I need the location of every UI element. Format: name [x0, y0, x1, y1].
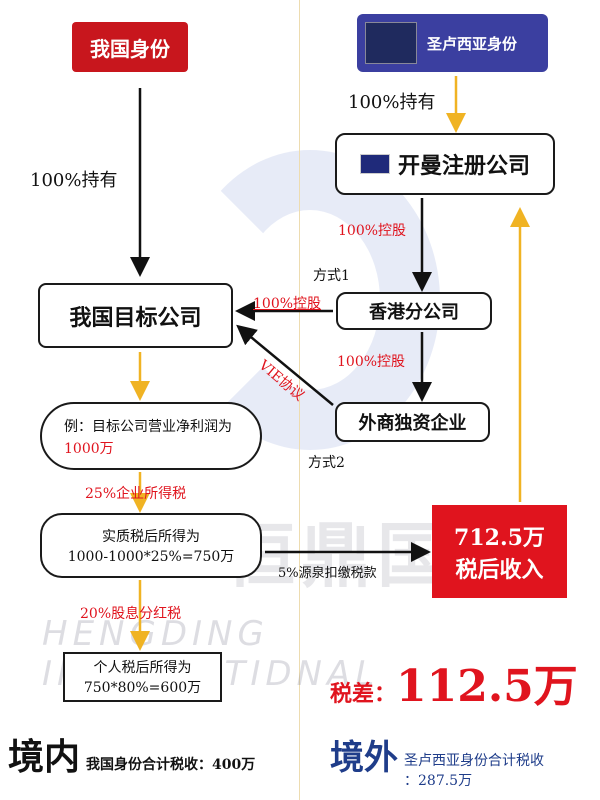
- left-hold-label: 100%持有: [30, 170, 118, 191]
- method2-label: 方式2: [308, 455, 345, 471]
- overseas-title: 境外: [330, 738, 398, 778]
- example-amount: 1000万: [64, 441, 114, 457]
- hk-branch-box: 香港分公司: [336, 292, 492, 330]
- passport-icon: [365, 22, 417, 64]
- example-text: 例：目标公司营业净利润为: [64, 419, 232, 435]
- offshore-amount: 712.5万: [454, 524, 545, 551]
- divider-line: [299, 0, 300, 800]
- tax-diff-value: 112.5万: [396, 661, 578, 712]
- domestic-summary: 境内 我国身份合计税收：400万: [8, 728, 255, 780]
- personal-line2: 750*80%=600万: [83, 680, 202, 696]
- wfoe-box: 外商独资企业: [335, 402, 490, 442]
- offshore-label: 税后收入: [455, 556, 544, 583]
- overseas-text1: 圣卢西亚身份合计税收: [404, 753, 544, 769]
- offshore-income-box: 712.5万 税后收入: [432, 505, 567, 598]
- overseas-summary: 境外 圣卢西亚身份合计税收 ：287.5万: [330, 730, 544, 790]
- withholding-label: 5%源泉扣缴税款: [278, 566, 377, 581]
- domestic-title: 境内: [8, 736, 81, 778]
- example-ellipse: 例：目标公司营业净利润为 1000万: [40, 402, 262, 470]
- right-identity-label: 圣卢西亚身份: [427, 34, 518, 53]
- tax-difference: 税差：112.5万: [330, 650, 578, 714]
- cayman-control-label: 100%控股: [338, 223, 407, 239]
- domestic-text: 我国身份合计税收：400万: [86, 757, 256, 773]
- personal-income-box: 个人税后所得为 750*80%=600万: [63, 652, 222, 702]
- overseas-text2: ：287.5万: [404, 773, 473, 789]
- arrow-vie: [236, 324, 334, 406]
- dividend-tax-label: 20%股息分红税: [80, 606, 182, 622]
- hk-to-target-label: 100%控股: [253, 296, 322, 312]
- cayman-company-box: 开曼注册公司: [335, 133, 555, 195]
- hk-control-label: 100%控股: [337, 354, 406, 370]
- left-identity-badge: 我国身份: [72, 22, 188, 72]
- cayman-flag-icon: [359, 154, 390, 174]
- after-tax-box: 实质税后所得为 1000-1000*25%=750万: [40, 513, 262, 578]
- right-identity-badge: 圣卢西亚身份: [357, 14, 548, 72]
- cayman-label: 开曼注册公司: [397, 153, 530, 179]
- overseas-text: 圣卢西亚身份合计税收 ：287.5万: [404, 750, 544, 790]
- method1-label: 方式1: [313, 268, 350, 284]
- after-tax-line2: 1000-1000*25%=750万: [67, 548, 235, 565]
- personal-line1: 个人税后所得为: [93, 660, 192, 676]
- tax-diff-label: 税差：: [330, 681, 397, 707]
- right-hold-label: 100%持有: [348, 92, 436, 113]
- after-tax-line1: 实质税后所得为: [102, 528, 200, 545]
- target-company-box: 我国目标公司: [38, 283, 233, 348]
- corp-tax-label: 25%企业所得税: [85, 486, 187, 502]
